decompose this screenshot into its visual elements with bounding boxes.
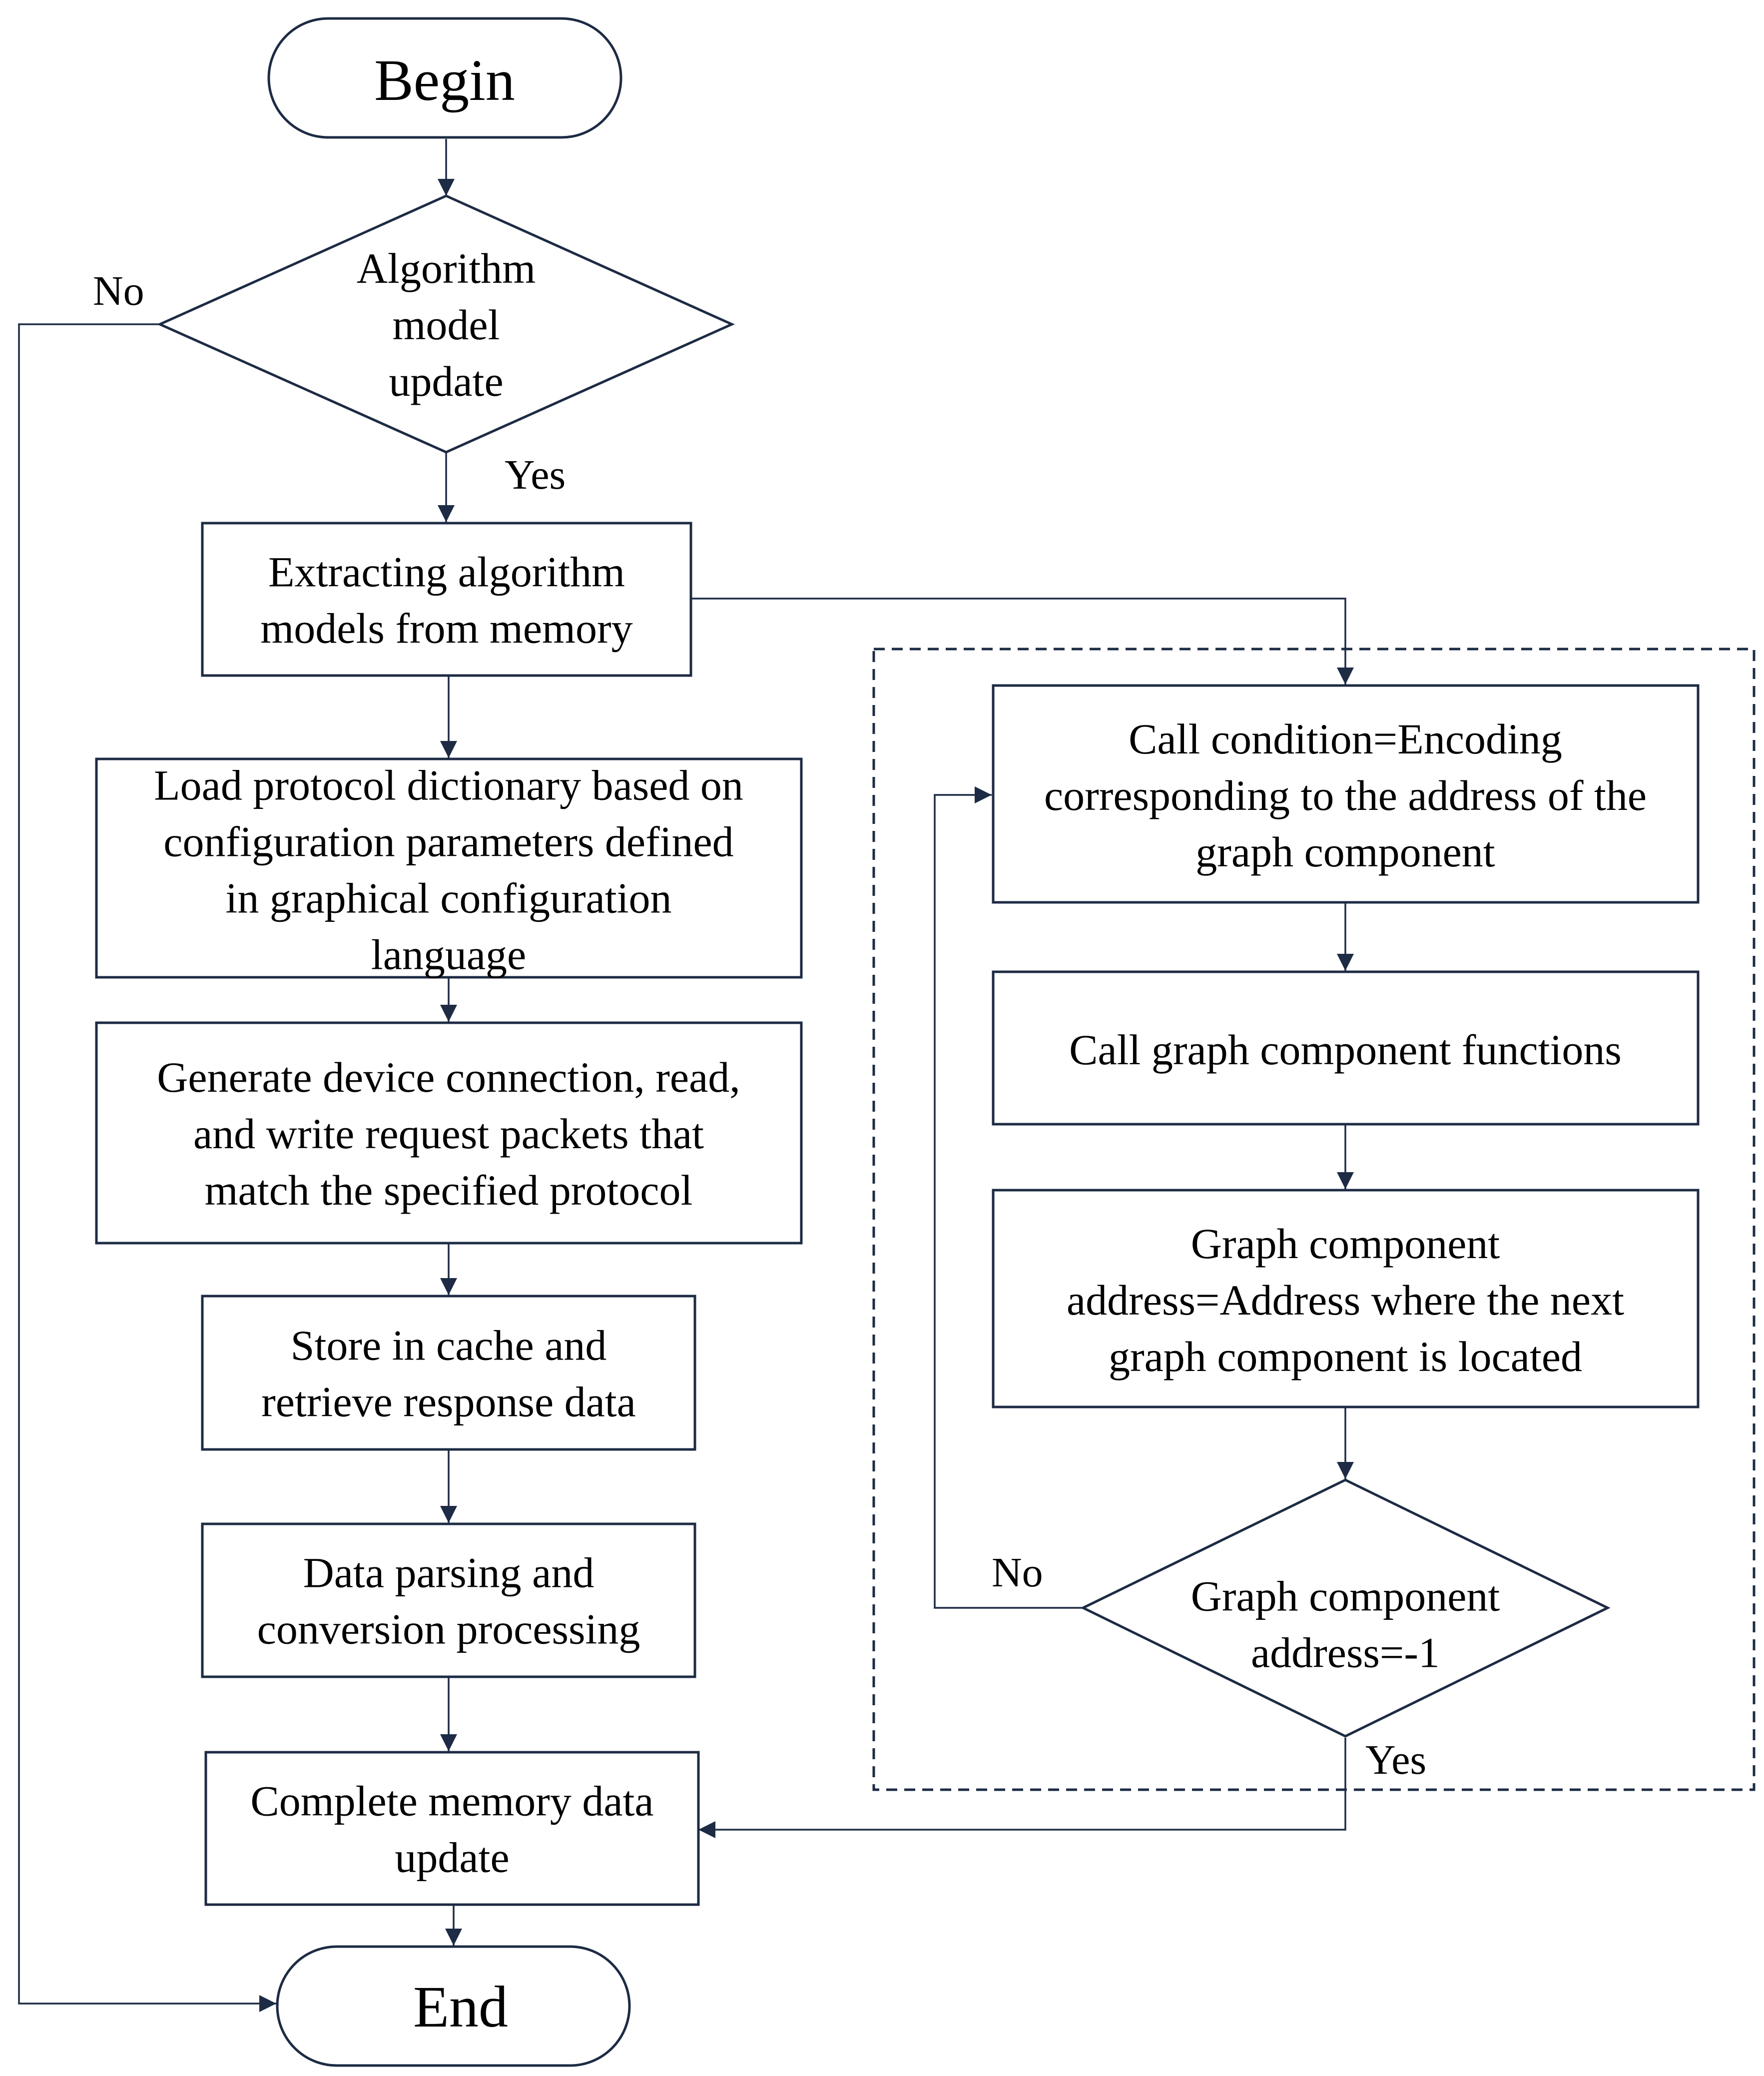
end-label: End <box>413 1974 508 2040</box>
edges <box>18 139 1354 2012</box>
addr-check-label-line: address=-1 <box>1251 1629 1440 1677</box>
node-algo-update: Algorithm model update <box>156 194 735 454</box>
node-begin: Begin <box>267 17 622 139</box>
node-generate: Generate device connection, read, and wri… <box>95 1021 803 1245</box>
complete-label: Complete memory data update <box>250 1777 653 1882</box>
load-dict-label-line: in graphical configuration <box>225 874 671 922</box>
parse-label-line: conversion processing <box>257 1605 640 1653</box>
edge-label-addr-yes: Yes <box>1365 1737 1426 1783</box>
call-cond-label: Call condition=Encoding corresponding to … <box>1044 715 1647 876</box>
parse-label: Data parsing and conversion processing <box>257 1549 640 1653</box>
call-cond-label-line: Call condition=Encoding <box>1129 715 1562 763</box>
parse-label-line: Data parsing and <box>303 1549 594 1597</box>
node-parse: Data parsing and conversion processing <box>201 1522 696 1678</box>
edge-algo-update-no <box>18 323 276 2012</box>
addr-next-label-line: graph component is located <box>1109 1333 1582 1381</box>
call-cond-label-line: graph component <box>1195 828 1495 876</box>
edge-addr-check-yes <box>698 1738 1346 1838</box>
store-label-line: retrieve response data <box>261 1378 636 1426</box>
node-load-dict: Load protocol dictionary based on configu… <box>95 757 803 979</box>
algo-update-label-line: update <box>389 357 503 405</box>
algo-update-label-line: model <box>393 301 500 349</box>
edge-extract-to-call-cond <box>691 598 1354 685</box>
addr-check-label: Graph component address=-1 <box>1191 1572 1500 1677</box>
store-label: Store in cache and retrieve response data <box>261 1322 636 1426</box>
call-cond-label-line: corresponding to the address of the <box>1044 771 1647 819</box>
load-dict-label: Load protocol dictionary based on configu… <box>154 761 743 979</box>
node-extract: Extracting algorithm models from memory <box>201 522 692 677</box>
node-addr-check: Graph component address=-1 <box>1080 1478 1611 1738</box>
edge-label-algo-yes: Yes <box>505 452 566 498</box>
generate-label-line: Generate device connection, read, <box>157 1053 740 1101</box>
extract-label-line: Extracting algorithm <box>268 548 625 596</box>
node-call-cond: Call condition=Encoding corresponding to … <box>992 684 1700 904</box>
generate-label-line: match the specified protocol <box>205 1166 693 1214</box>
begin-label: Begin <box>374 47 515 113</box>
call-func-label-line: Call graph component functions <box>1069 1026 1622 1074</box>
edge-addr-check-no <box>934 786 1082 1609</box>
store-label-line: Store in cache and <box>291 1322 607 1370</box>
call-func-label: Call graph component functions <box>1069 1026 1622 1074</box>
generate-label-line: and write request packets that <box>193 1110 704 1158</box>
node-store: Store in cache and retrieve response data <box>201 1295 696 1451</box>
extract-label: Extracting algorithm models from memory <box>260 548 632 653</box>
complete-label-line: Complete memory data <box>250 1777 653 1825</box>
load-dict-label-line: language <box>371 931 526 979</box>
node-addr-next: Graph component address=Address where the… <box>992 1189 1700 1408</box>
addr-next-label-line: address=Address where the next <box>1067 1276 1624 1324</box>
addr-check-label-line: Graph component <box>1191 1572 1500 1620</box>
complete-label-line: update <box>395 1834 509 1882</box>
subprocess-container <box>872 648 1756 1791</box>
addr-next-label-line: Graph component <box>1191 1220 1500 1268</box>
node-end: End <box>276 1945 631 2067</box>
edge-label-algo-no: No <box>93 268 144 314</box>
node-call-func: Call graph component functions <box>992 970 1700 1126</box>
addr-next-label: Graph component address=Address where the… <box>1067 1220 1624 1381</box>
extract-label-line: models from memory <box>260 605 632 653</box>
load-dict-label-line: Load protocol dictionary based on <box>154 761 743 809</box>
load-dict-label-line: configuration parameters defined <box>163 818 733 866</box>
algo-update-label: Algorithm model update <box>357 244 536 405</box>
edge-label-addr-no: No <box>992 1549 1043 1596</box>
algo-update-label-line: Algorithm <box>357 244 536 292</box>
node-complete: Complete memory data update <box>204 1751 700 1906</box>
generate-label: Generate device connection, read, and wri… <box>157 1053 740 1214</box>
